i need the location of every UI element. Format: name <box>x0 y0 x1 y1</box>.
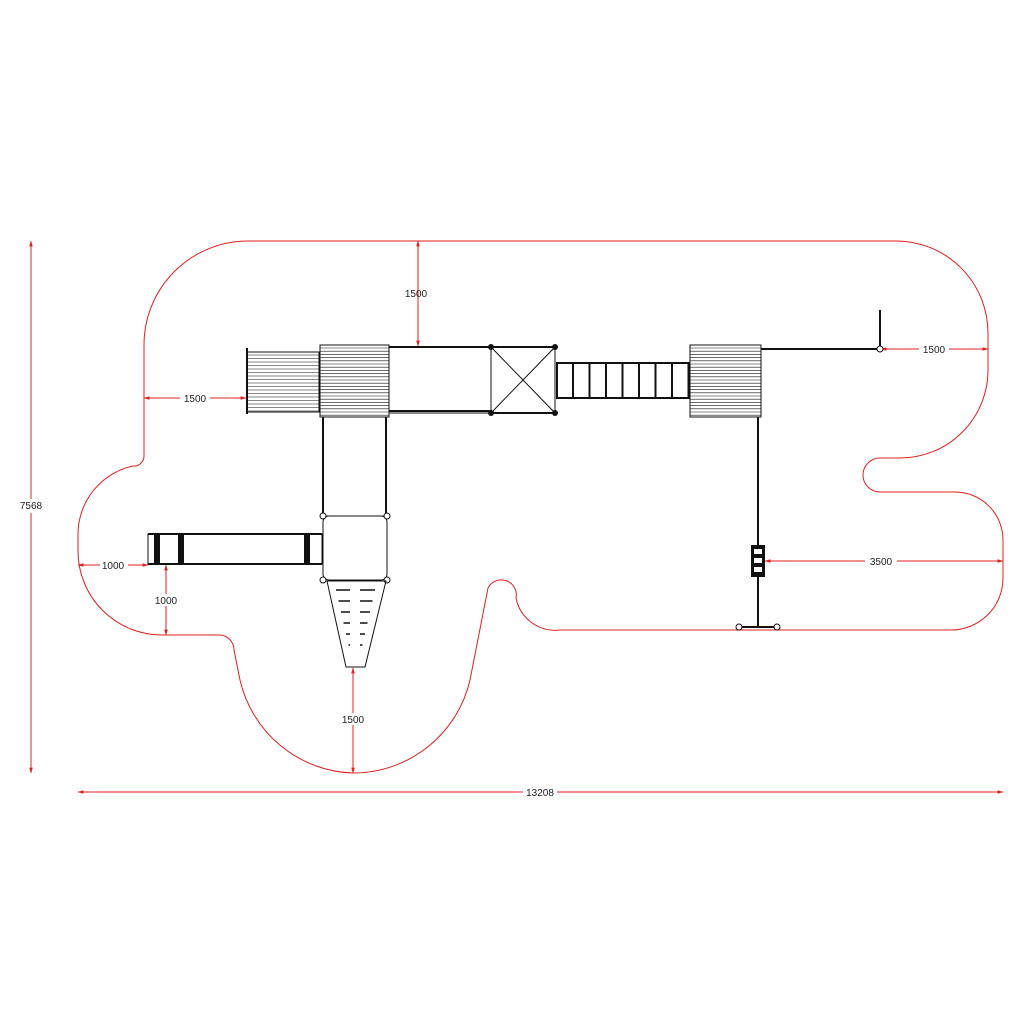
vertical-walkway <box>322 416 387 517</box>
bottom-clearance-label: 1500 <box>342 715 365 726</box>
right-vertical-post <box>735 417 781 631</box>
upper-walkway <box>388 346 492 414</box>
left-tower-platform <box>319 344 390 418</box>
top-clearance-label: 1500 <box>405 289 428 300</box>
right-tower-platform <box>689 344 762 418</box>
lower-left-platform <box>319 512 391 584</box>
left-beam <box>147 533 323 565</box>
cross-braced-platform <box>488 344 558 416</box>
right-top-rail <box>761 310 884 353</box>
left-panel <box>246 348 320 414</box>
safety-zone-outline <box>77 240 1004 774</box>
right-upper-clearance-label: 1500 <box>923 345 946 356</box>
right-lower-clearance-label: 3500 <box>870 557 893 568</box>
left-upper-clearance-label: 1500 <box>184 394 207 405</box>
tapered-slide <box>326 580 387 668</box>
left-lower-clearance-label: 1000 <box>102 561 125 572</box>
overall-height-label: 7568 <box>20 501 43 512</box>
overall-width-label: 13208 <box>526 788 554 799</box>
ladder-bridge <box>556 362 690 399</box>
left-lower-vertical-label: 1000 <box>155 596 178 607</box>
